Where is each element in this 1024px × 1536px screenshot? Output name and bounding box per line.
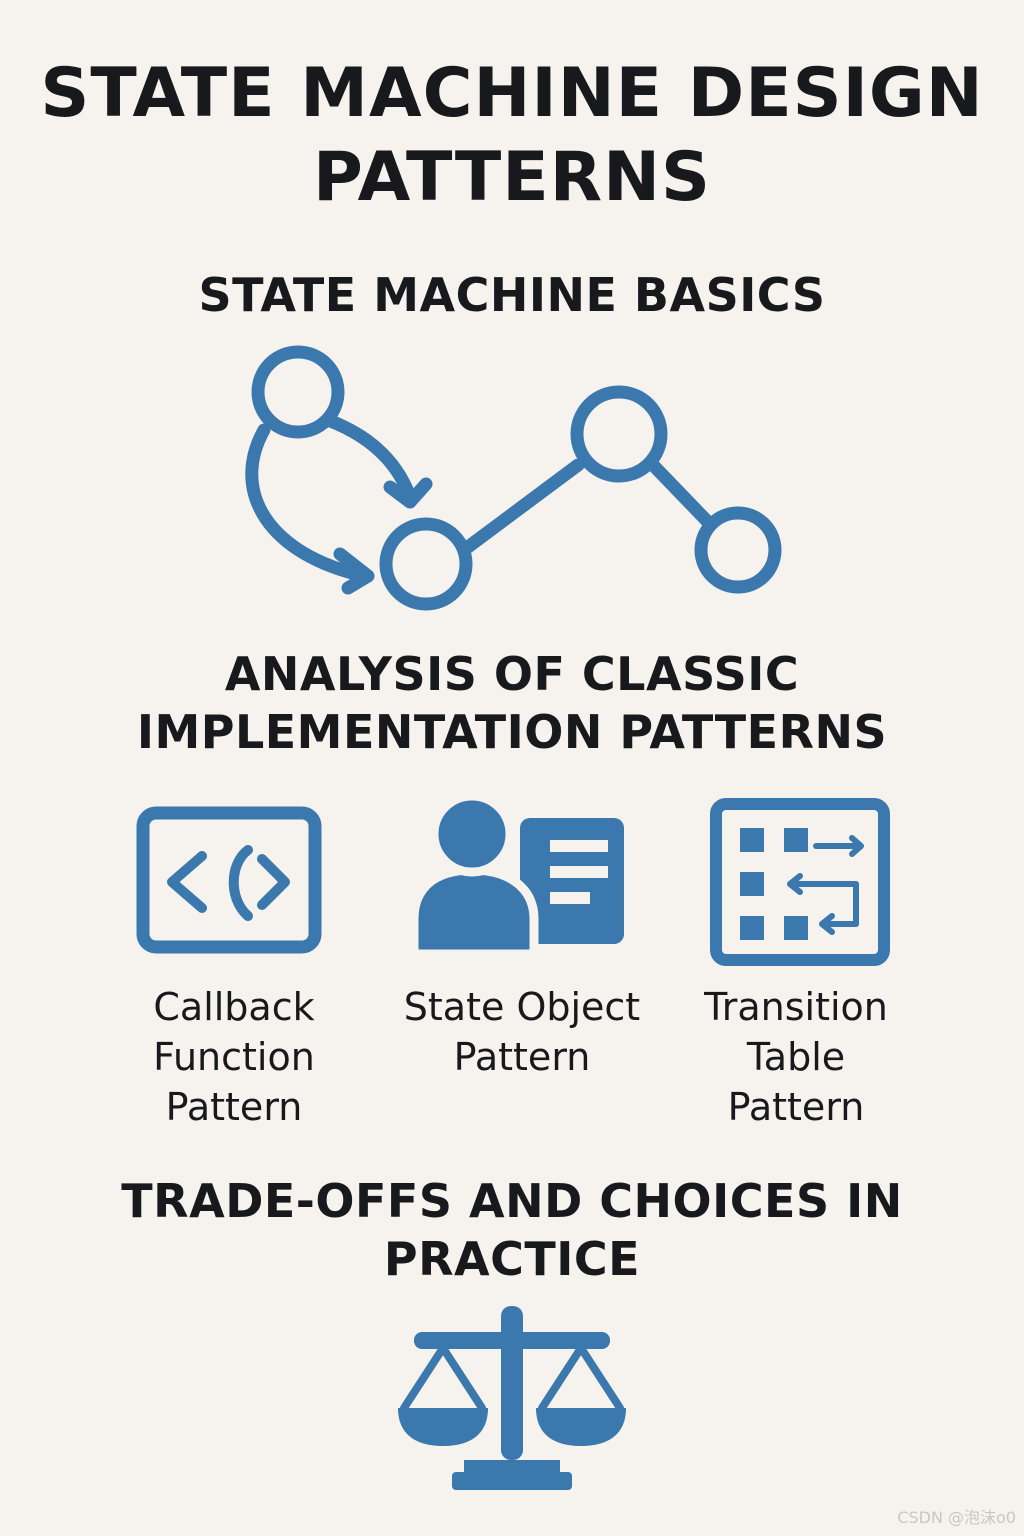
pattern-label-callback: Callback Function Pattern: [153, 985, 315, 1129]
section-title-tradeoffs: TRADE-OFFS AND CHOICES IN PRACTICE: [121, 1174, 903, 1286]
section-title-classic: ANALYSIS OF CLASSIC IMPLEMENTATION PATTE…: [136, 647, 888, 759]
pattern-label-transition-table: Transition Table Pattern: [704, 985, 888, 1129]
page-title: STATE MACHINE DESIGN PATTERNS: [40, 54, 984, 217]
watermark: CSDN @泡沫o0: [897, 1508, 1016, 1527]
pattern-label-state-object: State Object Pattern: [403, 985, 641, 1079]
balance-scale-icon: [398, 1306, 626, 1490]
state-diagram-icon: [245, 345, 782, 611]
code-window-icon: [136, 806, 322, 954]
person-document-icon: [414, 794, 624, 956]
section-title-basics: STATE MACHINE BASICS: [198, 268, 826, 322]
transition-table-icon: [710, 798, 890, 966]
